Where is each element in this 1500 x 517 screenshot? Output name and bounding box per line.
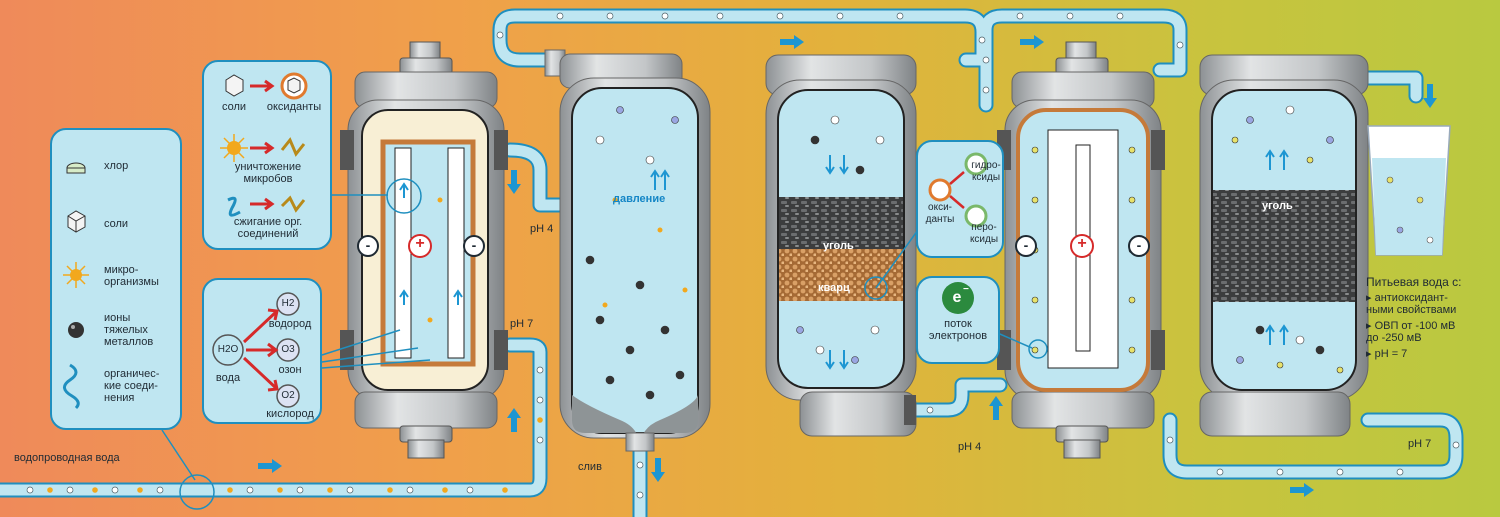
heavy-metal-ion-icon — [68, 322, 84, 338]
reaction-hydroxides-label: гидро- ксиды — [971, 160, 1001, 183]
water-label: вода — [215, 372, 241, 384]
anode-sign-2: + — [1077, 235, 1087, 252]
pipe-network — [0, 8, 1464, 517]
o3-formula: O3 — [281, 344, 295, 355]
electron-symbol: e — [952, 289, 962, 306]
o2-formula: O2 — [281, 390, 295, 401]
tank-particles — [427, 105, 1344, 400]
salt-cube-icon — [225, 74, 244, 97]
reaction-icons — [928, 152, 988, 228]
electrolysis-cell-1 — [340, 41, 508, 459]
electron-flow-label: поток электронов — [928, 318, 988, 342]
peroxide-icon — [964, 204, 988, 228]
arrow-icon — [242, 308, 279, 344]
arrow-icon — [949, 171, 965, 185]
organic-burning-label: сжигание орг. соединений — [233, 216, 303, 240]
tap-water-label: водопроводная вода — [14, 452, 120, 464]
ph-label-second-cell: pH 4 — [958, 441, 982, 453]
ozone-label: озон — [278, 364, 302, 376]
arrow-icon — [246, 342, 279, 358]
electron-icon — [942, 282, 974, 314]
reaction-peroxides-label: перо- ксиды — [969, 222, 999, 245]
oxygen-label: кислород — [266, 408, 314, 420]
ph-label-final: pH 7 — [1408, 438, 1432, 450]
legend-heavy-metals-label: ионы тяжелых металлов — [104, 312, 154, 348]
arrow-icon — [250, 197, 275, 211]
result-point-orp: ▸ ОВП от -100 мВ до -250 мВ — [1366, 320, 1456, 344]
dna-icon — [227, 196, 241, 217]
callout-lines — [161, 178, 1048, 510]
ph-label-after-cell: pH 7 — [510, 318, 534, 330]
sun-microbe-icon — [220, 134, 248, 162]
result-title: Питьевая вода с: — [1366, 275, 1462, 289]
electron-charge: − — [963, 284, 969, 295]
burnt-organic-icon — [280, 195, 306, 213]
sediment-tank — [544, 49, 711, 452]
microorganism-icon — [63, 262, 89, 288]
coal-label-first: уголь — [823, 240, 854, 252]
legend-salts-label: соли — [104, 218, 129, 230]
arrow-icon — [242, 356, 279, 392]
legend-organic-label: органичес- кие соеди- нения — [104, 368, 160, 404]
anode-reaction-box — [202, 60, 332, 250]
ph-label-first-cell: pH 4 — [530, 223, 554, 235]
microbe-destruction-label: уничтожение микробов — [234, 161, 302, 185]
hydrogen-molecule-icon — [276, 292, 300, 316]
reaction-box — [916, 140, 1004, 258]
hydroxide-icon — [964, 152, 988, 176]
cathode-sign-left-1: - — [365, 237, 371, 253]
anode-salts-label: соли — [221, 101, 247, 113]
cathode-sign-right-1: - — [471, 237, 477, 253]
internal-flow-arrows — [399, 149, 1289, 370]
destroyed-microbe-icon — [280, 137, 306, 157]
chlorine-icon — [66, 162, 86, 174]
anode-icons — [220, 72, 308, 217]
result-point-antioxidant: ▸ антиоксидант- ными свойствами — [1366, 292, 1457, 316]
oxidant-icon — [280, 72, 308, 100]
cathode-sign-right-2: - — [1136, 237, 1142, 253]
legend-microorganisms-label: микро- организмы — [104, 264, 159, 288]
legend-chlorine-label: хлор — [104, 160, 129, 172]
hydrogen-label: водород — [268, 318, 312, 330]
filter-tank-1 — [765, 54, 917, 437]
oxygen-molecule-icon — [276, 384, 300, 408]
filter-tank-2 — [1199, 54, 1369, 437]
arrow-icon — [949, 195, 965, 209]
arrow-icon — [250, 79, 275, 93]
pipe-particles — [26, 12, 1460, 499]
pressure-label: давление — [613, 193, 666, 205]
electrolysis-icons — [212, 292, 300, 408]
h2-formula: H2 — [281, 298, 295, 309]
water-molecule-icon — [212, 334, 244, 366]
oxidant-icon — [928, 178, 952, 202]
drain-label: слив — [578, 461, 602, 473]
result-point-ph: ▸ pH = 7 — [1366, 348, 1408, 360]
legend-icons — [63, 162, 89, 410]
reaction-oxidants-label: окси- данты — [925, 202, 955, 225]
organic-compound-icon — [63, 363, 80, 410]
anode-sign-1: + — [415, 235, 425, 252]
electrode-signs — [357, 234, 1150, 258]
quartz-label: кварц — [818, 282, 850, 294]
salt-cube-icon — [67, 210, 86, 233]
water-formula: H2O — [217, 344, 239, 355]
anode-oxidants-label: оксиданты — [266, 101, 322, 113]
pipe-microbes — [47, 417, 543, 493]
drinking-glass — [1367, 125, 1451, 256]
arrow-icon — [250, 141, 275, 155]
coal-label-second: уголь — [1262, 200, 1293, 212]
cathode-sign-left-2: - — [1023, 237, 1029, 253]
electron-flow-box — [916, 276, 1000, 364]
